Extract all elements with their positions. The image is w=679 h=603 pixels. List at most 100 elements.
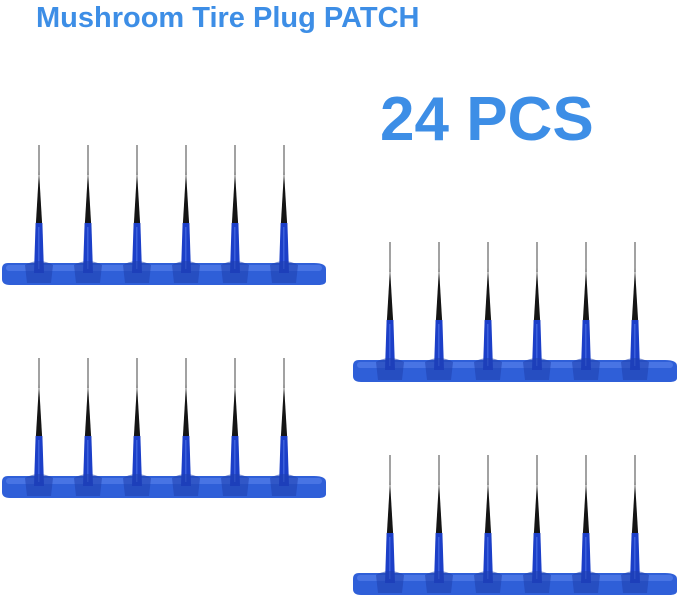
plug-strip-1 (2, 145, 332, 285)
plug-stem-highlight (634, 324, 636, 366)
plug-stem-highlight (87, 227, 89, 269)
piece-count: 24 PCS (380, 85, 594, 154)
tire-plug (123, 145, 151, 283)
plug-stem-highlight (185, 227, 187, 269)
plug-stem-highlight (389, 324, 391, 366)
plug-mushroom-head (376, 358, 404, 380)
plug-spike (386, 268, 394, 322)
plug-spike (435, 481, 443, 535)
tire-plug (123, 358, 151, 496)
plug-spike (231, 384, 239, 438)
plug-mushroom-head (221, 261, 249, 283)
tire-plug (270, 358, 298, 496)
tire-plug (621, 242, 649, 380)
plug-spike (231, 171, 239, 225)
tire-plug (523, 242, 551, 380)
plug-mushroom-head (425, 358, 453, 380)
plug-stem-highlight (536, 324, 538, 366)
plug-stem-highlight (585, 537, 587, 579)
tire-plug (270, 145, 298, 283)
plug-mushroom-head (172, 261, 200, 283)
plug-stem-highlight (234, 440, 236, 482)
plug-stem-highlight (536, 537, 538, 579)
plug-spike (533, 481, 541, 535)
plug-mushroom-head (221, 474, 249, 496)
plug-stem-highlight (234, 227, 236, 269)
plug-strip-drawing (2, 358, 326, 498)
plug-mushroom-head (172, 474, 200, 496)
plug-mushroom-head (523, 571, 551, 593)
plug-spike (133, 384, 141, 438)
plug-spike (533, 268, 541, 322)
plug-stem-highlight (38, 440, 40, 482)
plug-spike (84, 384, 92, 438)
tire-plug (474, 455, 502, 593)
plug-strip-drawing (353, 455, 677, 595)
plug-spike (435, 268, 443, 322)
plug-strip-drawing (2, 145, 326, 285)
tire-plug (376, 242, 404, 380)
tire-plug (74, 358, 102, 496)
plug-mushroom-head (123, 261, 151, 283)
plug-strip-3 (2, 358, 332, 498)
plug-mushroom-head (376, 571, 404, 593)
plug-stem-highlight (136, 440, 138, 482)
tire-plug (376, 455, 404, 593)
plug-stem-highlight (283, 227, 285, 269)
plug-stem-highlight (634, 537, 636, 579)
plug-stem-highlight (487, 324, 489, 366)
tire-plug (25, 358, 53, 496)
plug-spike (484, 268, 492, 322)
plug-mushroom-head (425, 571, 453, 593)
plug-mushroom-head (474, 571, 502, 593)
tire-plug (474, 242, 502, 380)
product-title: Mushroom Tire Plug PATCH (36, 2, 420, 34)
plug-mushroom-head (270, 474, 298, 496)
plug-mushroom-head (572, 571, 600, 593)
plug-mushroom-head (25, 474, 53, 496)
tire-plug (221, 145, 249, 283)
plug-stem-highlight (185, 440, 187, 482)
plug-mushroom-head (74, 261, 102, 283)
plug-spike (182, 384, 190, 438)
tire-plug (523, 455, 551, 593)
plug-mushroom-head (621, 571, 649, 593)
plug-stem-highlight (389, 537, 391, 579)
plug-spike (182, 171, 190, 225)
plug-spike (280, 171, 288, 225)
plug-spike (631, 481, 639, 535)
plug-strip-4 (353, 455, 679, 595)
plug-mushroom-head (621, 358, 649, 380)
tire-plug (221, 358, 249, 496)
plug-stem-highlight (38, 227, 40, 269)
plug-spike (280, 384, 288, 438)
plug-mushroom-head (270, 261, 298, 283)
plug-stem-highlight (283, 440, 285, 482)
tire-plug (572, 242, 600, 380)
plug-strip-drawing (353, 242, 677, 382)
plug-stem-highlight (136, 227, 138, 269)
plug-mushroom-head (74, 474, 102, 496)
plug-spike (35, 171, 43, 225)
plug-spike (133, 171, 141, 225)
tire-plug (172, 358, 200, 496)
plug-spike (35, 384, 43, 438)
tire-plug (425, 242, 453, 380)
tire-plug (425, 455, 453, 593)
tire-plug (572, 455, 600, 593)
plug-spike (582, 268, 590, 322)
plug-mushroom-head (474, 358, 502, 380)
plug-strip-2 (353, 242, 679, 382)
tire-plug (621, 455, 649, 593)
plug-mushroom-head (572, 358, 600, 380)
plug-stem-highlight (585, 324, 587, 366)
plug-mushroom-head (25, 261, 53, 283)
plug-spike (631, 268, 639, 322)
plug-mushroom-head (523, 358, 551, 380)
plug-mushroom-head (123, 474, 151, 496)
tire-plug (25, 145, 53, 283)
plug-stem-highlight (438, 324, 440, 366)
plug-stem-highlight (87, 440, 89, 482)
tire-plug (74, 145, 102, 283)
plug-stem-highlight (487, 537, 489, 579)
